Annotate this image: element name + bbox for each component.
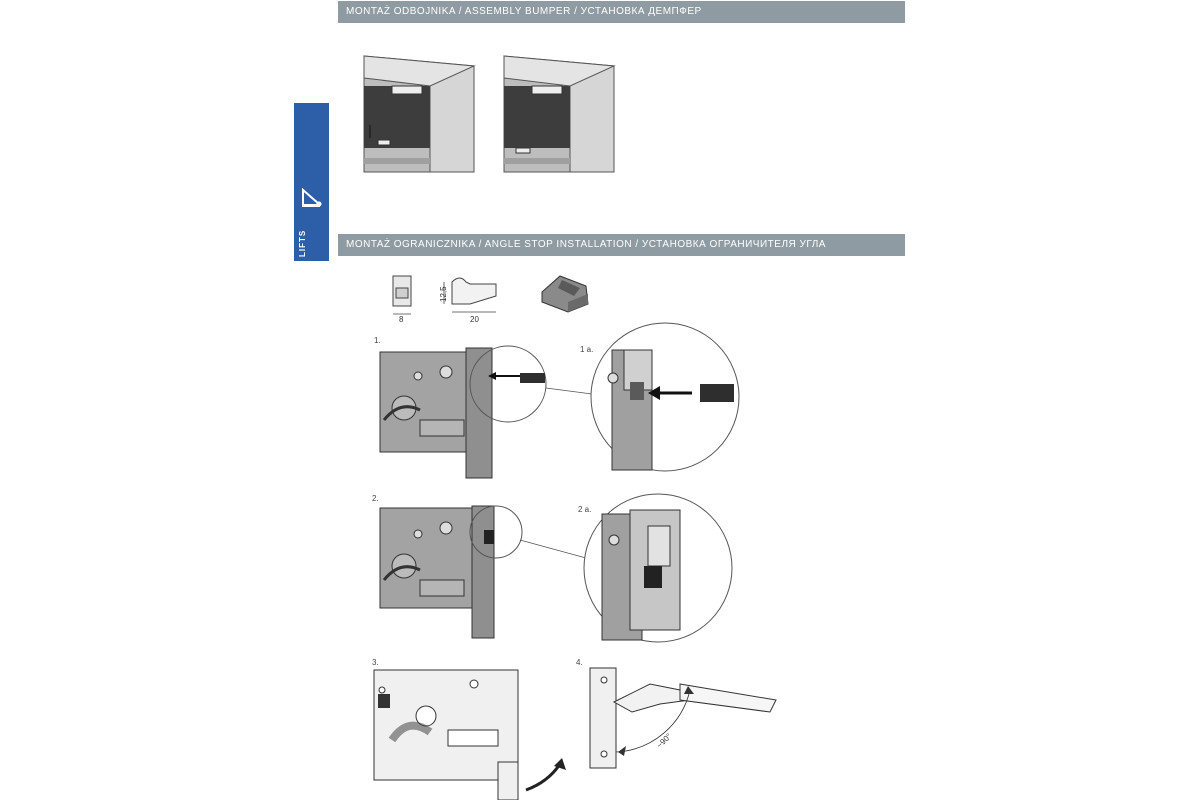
step2a-detail-circle [583, 493, 733, 643]
step1-mechanism [379, 345, 547, 479]
dim-length: 20 [470, 315, 479, 324]
section-title-bumper: MONTAŻ ODBOJNIKA / ASSEMBLY BUMPER / УСТ… [338, 1, 905, 23]
section-title-angle-stop: MONTAŻ OGRANICZNIKA / ANGLE STOP INSTALL… [338, 234, 905, 256]
step-label-1: 1. [374, 336, 381, 345]
angle-label: ~90° [655, 732, 673, 750]
dim-width: 8 [399, 315, 404, 324]
step1a-detail-circle [590, 322, 740, 472]
lifts-side-tab[interactable]: LIFTS [294, 103, 329, 261]
step2-mechanism [379, 505, 523, 639]
step-label-2: 2. [372, 494, 379, 503]
step-label-2a: 2 a. [578, 505, 592, 514]
step3-mechanism [373, 669, 566, 800]
lift-arm-icon [302, 187, 322, 207]
step-label-1a: 1 a. [580, 345, 594, 354]
step-label-3: 3. [372, 658, 379, 667]
bumper-figure-2 [503, 55, 616, 173]
bumper-figure-1 [363, 55, 476, 173]
step-label-4: 4. [576, 658, 583, 667]
angle-stop-side-view: 12,5 20 [439, 277, 497, 324]
angle-stop-front-view: 8 [392, 275, 412, 324]
angle-stop-3d-view [541, 275, 589, 313]
dim-height: 12,5 [439, 286, 448, 302]
step4-mechanism: ~90° [589, 667, 777, 769]
